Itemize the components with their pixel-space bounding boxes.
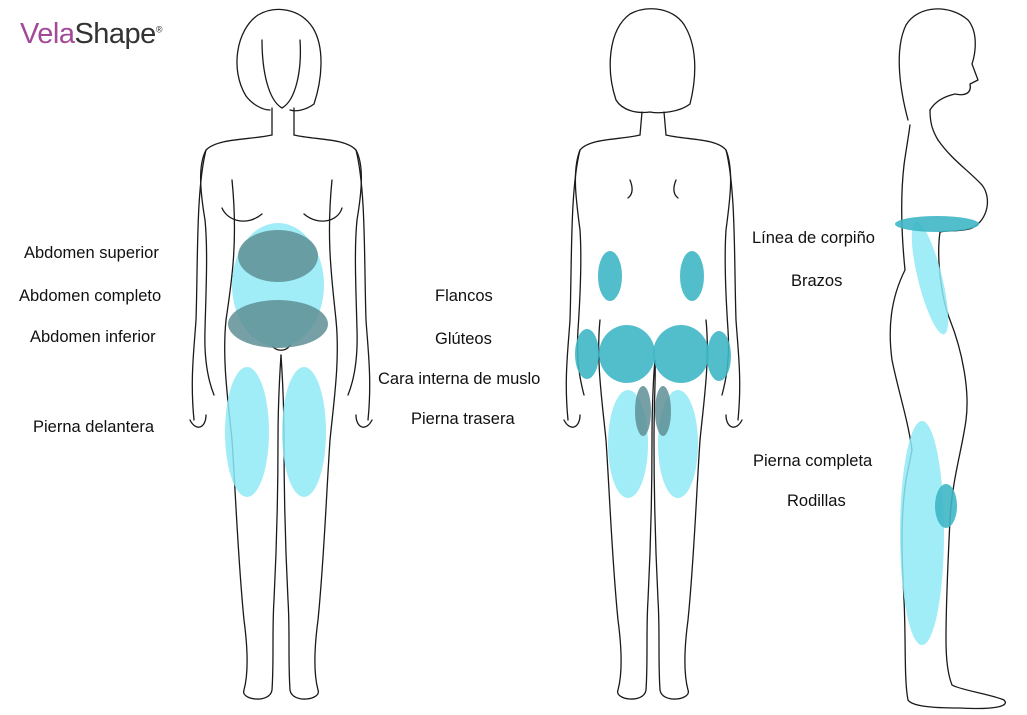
label-lower-abdomen: Abdomen inferior <box>30 328 156 346</box>
zone-inner-thigh-left[interactable] <box>635 386 651 436</box>
zone-full-leg[interactable] <box>900 421 944 645</box>
zone-upper-abdomen[interactable] <box>238 230 318 282</box>
zone-front-leg-right[interactable] <box>282 367 326 497</box>
label-inner-thigh: Cara interna de muslo <box>378 370 541 388</box>
label-knees: Rodillas <box>787 492 846 510</box>
label-bra-line: Línea de corpiño <box>752 229 875 247</box>
zone-bra-line[interactable] <box>895 216 979 232</box>
front-figure <box>189 8 373 700</box>
back-zones <box>575 251 731 498</box>
label-flanks: Flancos <box>435 287 493 305</box>
zone-buttock-left[interactable] <box>599 325 655 383</box>
zone-hip-left[interactable] <box>575 329 599 379</box>
label-buttocks: Glúteos <box>435 330 492 348</box>
label-upper-abdomen: Abdomen superior <box>24 244 159 262</box>
zone-hip-right[interactable] <box>707 331 731 381</box>
label-arms: Brazos <box>791 272 843 290</box>
zone-buttock-right[interactable] <box>653 325 709 383</box>
label-back-leg: Pierna trasera <box>411 410 515 428</box>
label-full-abdomen: Abdomen completo <box>19 287 162 305</box>
velashape-logo: VelaShape® <box>20 18 162 50</box>
front-zones <box>225 223 328 497</box>
side-zones <box>895 216 979 645</box>
label-full-leg: Pierna completa <box>753 452 873 470</box>
zone-knee[interactable] <box>935 484 957 528</box>
zone-flank-left[interactable] <box>598 251 622 301</box>
zone-front-leg-left[interactable] <box>225 367 269 497</box>
label-front-leg: Pierna delantera <box>33 418 155 436</box>
zone-lower-abdomen[interactable] <box>228 300 328 348</box>
zone-inner-thigh-right[interactable] <box>655 386 671 436</box>
zone-arms[interactable] <box>904 219 955 337</box>
zone-flank-right[interactable] <box>680 251 704 301</box>
